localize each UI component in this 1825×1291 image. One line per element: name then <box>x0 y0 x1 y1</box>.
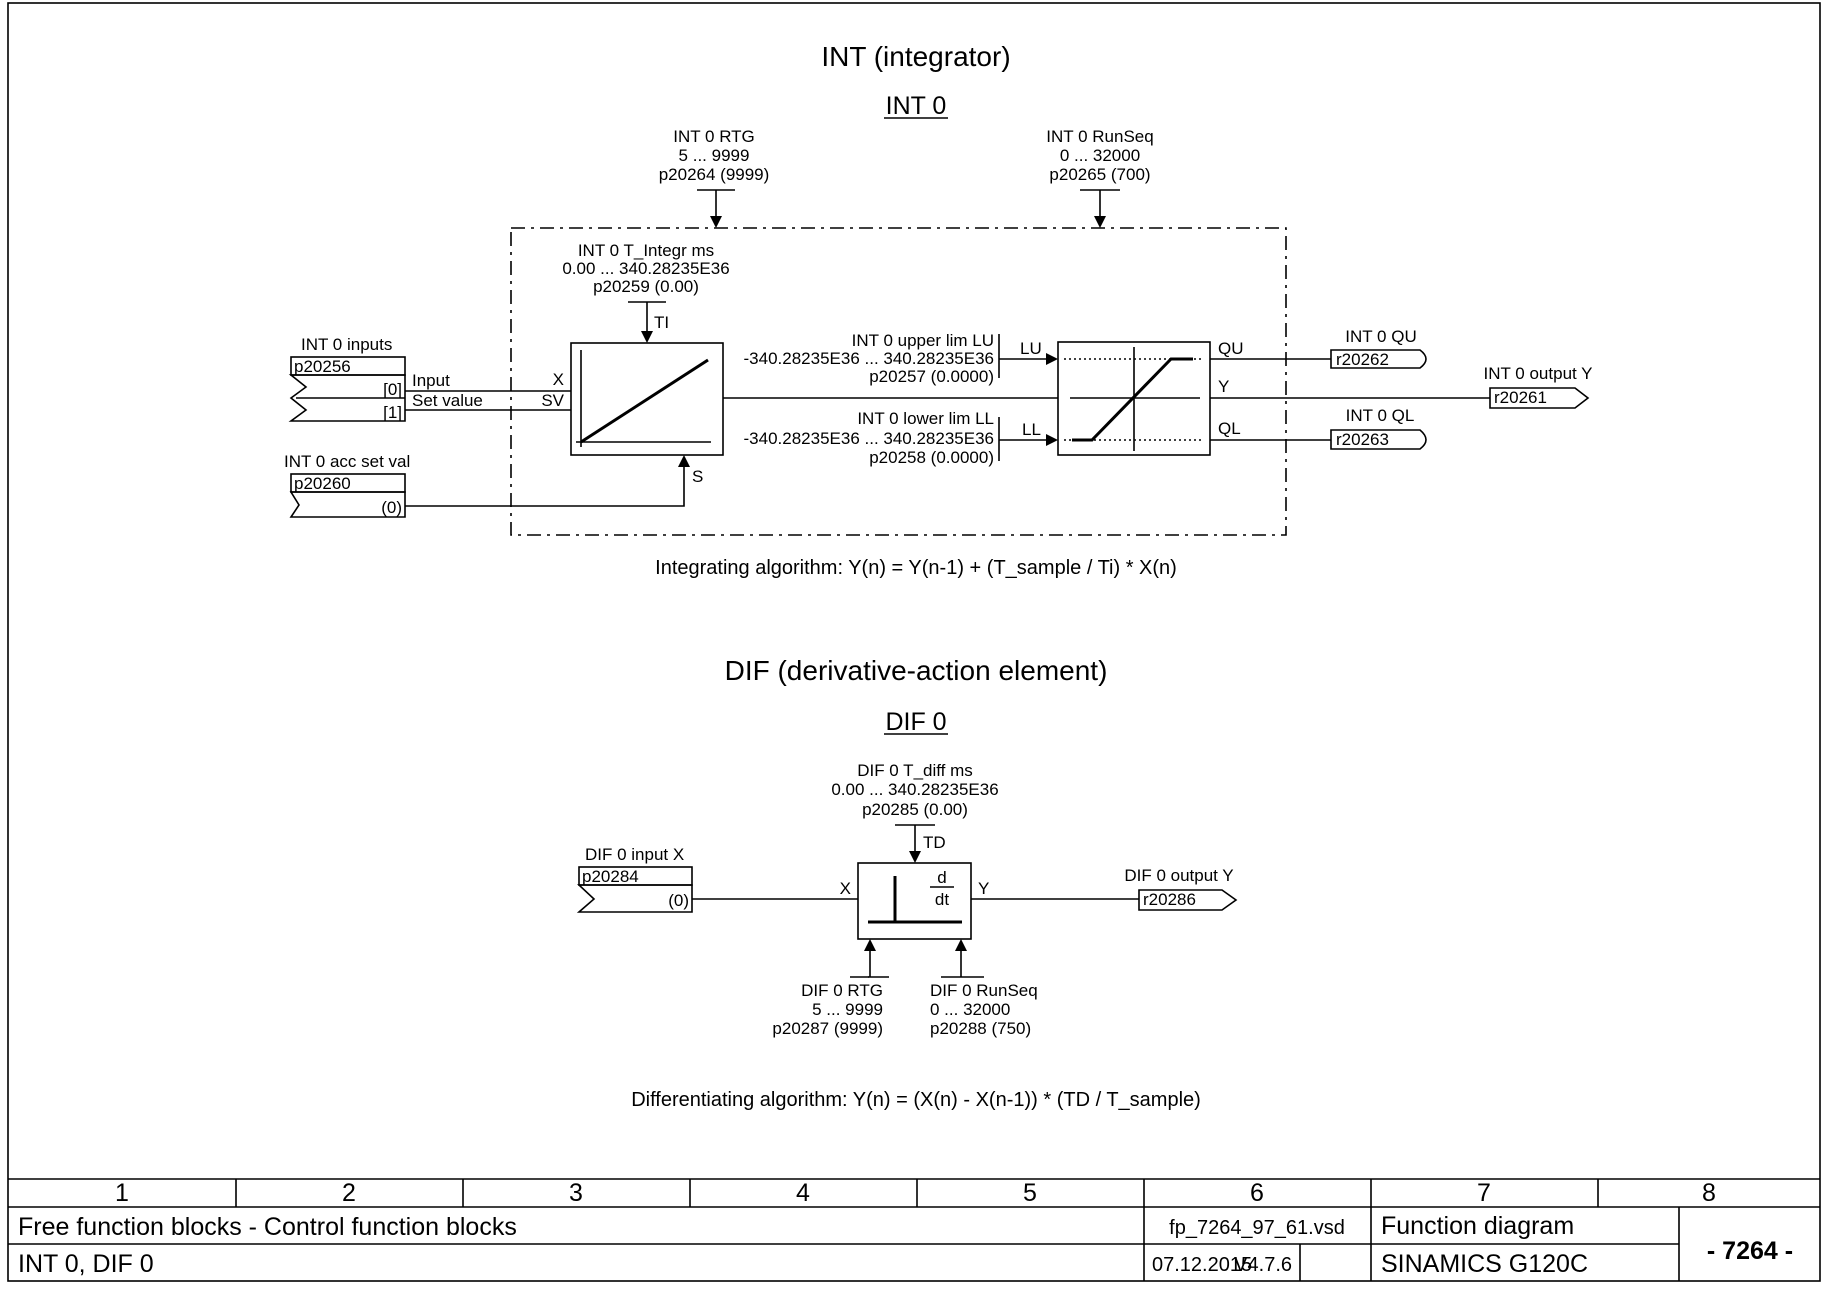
int-accset-line <box>405 467 685 507</box>
dif-output-param: r20286 <box>1143 890 1196 909</box>
int-tintegr-range: 0.00 ... 340.28235E36 <box>562 259 729 278</box>
dif-title: DIF (derivative-action element) <box>725 655 1108 686</box>
int-pin-x: X <box>553 370 564 389</box>
int-yout-name: INT 0 output Y <box>1484 364 1593 383</box>
footer-col-6: 6 <box>1250 1179 1264 1207</box>
dif-input-name: DIF 0 input X <box>585 845 684 864</box>
dif-rtg-range: 5 ... 9999 <box>812 1000 883 1019</box>
footer-doc-type: Function diagram <box>1381 1212 1574 1240</box>
int-pin-ti: TI <box>654 313 669 332</box>
int-runseq-param: p20265 (700) <box>1049 165 1150 184</box>
sheet-frame <box>7 2 1821 1282</box>
int-input-label: Input <box>412 371 450 390</box>
footer-sheet-number: - 7264 - <box>1707 1237 1793 1265</box>
int-rtg-name: INT 0 RTG <box>673 127 755 146</box>
footer-subject: INT 0, DIF 0 <box>18 1250 154 1278</box>
int-rtg-param: p20264 (9999) <box>659 165 770 184</box>
int-pin-ll: LL <box>1022 420 1041 439</box>
int-runseq-name: INT 0 RunSeq <box>1046 127 1153 146</box>
int-inputs-idx1: [1] <box>383 403 402 422</box>
int-pin-sv: SV <box>541 391 564 410</box>
int-upperlim-param: p20257 (0.0000) <box>869 367 994 386</box>
int-lowerlim-param: p20258 (0.0000) <box>869 448 994 467</box>
int-instance-label: INT 0 <box>886 92 947 120</box>
int-lowerlim-range: -340.28235E36 ... 340.28235E36 <box>744 429 995 448</box>
footer-version: V4.7.6 <box>1234 1254 1292 1276</box>
dif-rtg-name: DIF 0 RTG <box>801 981 883 1000</box>
int-rtg-range: 5 ... 9999 <box>679 146 750 165</box>
int-ql-param: r20263 <box>1336 430 1389 449</box>
dif-rtg-param: p20287 (9999) <box>772 1019 883 1038</box>
int-ql-connector <box>1330 429 1427 450</box>
int-accset-param: p20260 <box>294 474 351 493</box>
int-accset-connector <box>289 491 406 518</box>
int-qu-name: INT 0 QU <box>1345 327 1416 346</box>
dif-dt-label: dt <box>935 890 949 909</box>
dif-instance-label: DIF 0 <box>885 708 946 736</box>
int-yout-param: r20261 <box>1494 388 1547 407</box>
footer-col-7: 7 <box>1477 1179 1491 1207</box>
int-pin-ql: QL <box>1218 419 1241 438</box>
int-lowerlim-name: INT 0 lower lim LL <box>857 409 994 428</box>
dif-tdiff-range: 0.00 ... 340.28235E36 <box>831 780 998 799</box>
dif-output-connector <box>1138 889 1238 911</box>
dif-input-connector <box>576 884 693 913</box>
int-pin-qu: QU <box>1218 339 1244 358</box>
dif-output-name: DIF 0 output Y <box>1124 866 1233 885</box>
footer-col-5: 5 <box>1023 1179 1037 1207</box>
int-pin-lu: LU <box>1020 339 1042 358</box>
dif-runseq-name: DIF 0 RunSeq <box>930 981 1038 1000</box>
int-accset-default: (0) <box>381 498 402 517</box>
int-tintegr-param: p20259 (0.00) <box>593 277 699 296</box>
footer-col-3: 3 <box>569 1179 583 1207</box>
dif-input-param: p20284 <box>582 867 639 886</box>
footer-date: 07.12.2015 <box>1152 1254 1252 1276</box>
limiter-symbol <box>1072 357 1193 442</box>
dif-tdiff-param: p20285 (0.00) <box>862 800 968 819</box>
dif-tdiff-name: DIF 0 T_diff ms <box>857 761 973 780</box>
int-inputs-connector <box>288 374 406 422</box>
dif-input-default: (0) <box>668 891 689 910</box>
int-title: INT (integrator) <box>821 41 1010 72</box>
footer-col-8: 8 <box>1702 1179 1716 1207</box>
dif-formula: Differentiating algorithm: Y(n) = (X(n) … <box>631 1089 1201 1111</box>
dif-pin-td: TD <box>923 833 946 852</box>
int-formula: Integrating algorithm: Y(n) = Y(n-1) + (… <box>655 557 1177 579</box>
dif-pin-x: X <box>840 879 851 898</box>
footer-file-name: fp_7264_97_61.vsd <box>1169 1217 1345 1239</box>
int-accset-name: INT 0 acc set val <box>284 452 410 471</box>
int-tintegr-name: INT 0 T_Integr ms <box>578 241 714 260</box>
int-inputs-name: INT 0 inputs <box>301 335 392 354</box>
int-qu-connector <box>1330 349 1427 369</box>
int-pin-s: S <box>692 467 703 486</box>
int-inputs-idx0: [0] <box>383 380 402 399</box>
dif-runseq-range: 0 ... 32000 <box>930 1000 1010 1019</box>
footer-product: SINAMICS G120C <box>1381 1250 1588 1278</box>
dif-d-label: d <box>937 868 946 887</box>
int-ql-name: INT 0 QL <box>1346 406 1415 425</box>
int-setvalue-label: Set value <box>412 391 483 410</box>
dif-pin-y: Y <box>978 879 989 898</box>
int-qu-param: r20262 <box>1336 350 1389 369</box>
footer-group-title: Free function blocks - Control function … <box>18 1213 517 1241</box>
int-upperlim-range: -340.28235E36 ... 340.28235E36 <box>744 349 995 368</box>
dif-runseq-param: p20288 (750) <box>930 1019 1031 1038</box>
footer-col-1: 1 <box>115 1179 129 1207</box>
footer-col-4: 4 <box>796 1179 810 1207</box>
int-runseq-range: 0 ... 32000 <box>1060 146 1140 165</box>
int-upperlim-name: INT 0 upper lim LU <box>852 331 994 350</box>
int-pin-y: Y <box>1218 377 1229 396</box>
int-inputs-param: p20256 <box>294 357 351 376</box>
title-block <box>8 1178 1820 1281</box>
int-yout-connector <box>1489 387 1590 409</box>
footer-col-2: 2 <box>342 1179 356 1207</box>
integrator-ramp-symbol <box>580 358 709 444</box>
int-block-boundary <box>510 227 1287 536</box>
differentiator-block <box>857 862 972 940</box>
